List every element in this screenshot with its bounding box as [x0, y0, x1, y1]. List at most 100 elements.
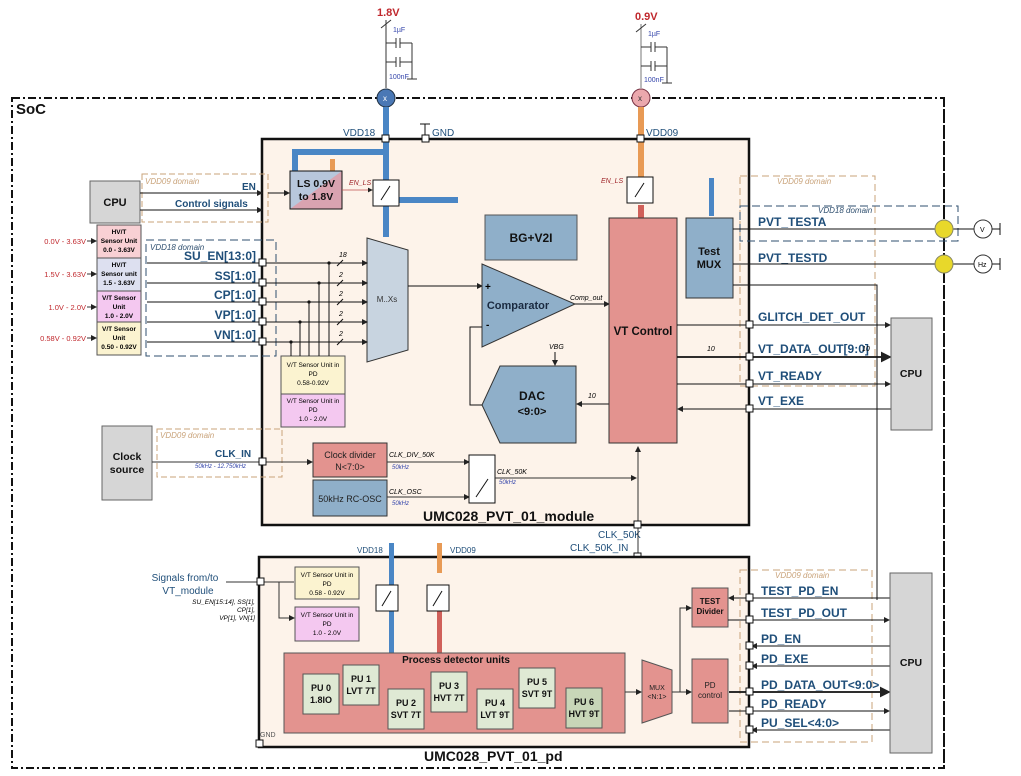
svg-text:PD: PD: [322, 621, 331, 628]
vdd09-pin: VDD09: [646, 128, 679, 139]
svg-text:50kHz - 12.750kHz: 50kHz - 12.750kHz: [195, 464, 246, 470]
vt-signal-3: VT_EXE: [758, 394, 804, 408]
svg-text:V: V: [980, 227, 985, 234]
svg-text:M..Xs: M..Xs: [377, 295, 397, 304]
svg-text:-: -: [486, 320, 489, 331]
svg-text:50kHz: 50kHz: [499, 480, 516, 486]
svg-text:10: 10: [707, 346, 715, 353]
cpu-right-top-block: [890, 317, 933, 431]
svg-text:CLK_50K: CLK_50K: [497, 469, 527, 476]
svg-text:PU 3: PU 3: [439, 681, 459, 691]
pd-signal-2: PD_EN: [761, 632, 801, 646]
svg-text:V/T Sensor Unit in: V/T Sensor Unit in: [301, 572, 354, 579]
vdd18-domain-box: [145, 239, 277, 357]
svg-text:TEST: TEST: [700, 597, 721, 606]
test-divider-block: [691, 587, 729, 628]
svg-text:PD: PD: [704, 681, 715, 690]
sensor-unit-2: [96, 290, 142, 325]
svg-text:1.5 - 3.63V: 1.5 - 3.63V: [103, 280, 135, 287]
vt-signal-2: VT_READY: [758, 369, 822, 383]
svg-text:EN_LS: EN_LS: [601, 178, 624, 185]
svg-text:MUX: MUX: [649, 685, 665, 692]
svg-text:18: 18: [339, 252, 347, 259]
svg-text:VDD18 domain: VDD18 domain: [150, 243, 205, 252]
svg-text:Comparator: Comparator: [487, 300, 550, 312]
svg-text:CPU: CPU: [103, 197, 126, 209]
soc-label: SoC: [16, 101, 46, 118]
svg-text:PD: PD: [308, 407, 317, 414]
svg-text:VDD18 domain: VDD18 domain: [818, 206, 873, 215]
process-unit-0: [302, 673, 340, 715]
vt-signal-1: VT_DATA_OUT[9:0]: [758, 342, 869, 356]
svg-text:Unit: Unit: [113, 304, 126, 311]
vdd09-domain-box: [141, 173, 269, 223]
svg-text:Clock: Clock: [113, 451, 142, 463]
svg-text:2: 2: [338, 331, 343, 338]
process-unit-3: [430, 671, 468, 713]
sensor-unit-3: [96, 321, 142, 356]
pd-sensor-unit-b: [294, 606, 360, 642]
svg-text:2: 2: [338, 272, 343, 279]
svg-text:source: source: [110, 464, 145, 476]
svg-text:HV/T: HV/T: [112, 229, 127, 236]
pd-signal-3: PD_EXE: [761, 652, 808, 666]
svg-text:CLK_DIV_50K: CLK_DIV_50K: [389, 452, 435, 459]
svg-text:CPU: CPU: [900, 368, 922, 380]
svg-text:HVT 9T: HVT 9T: [568, 709, 600, 719]
svg-text:VDD09 domain: VDD09 domain: [777, 177, 832, 186]
svg-text:1.8IO: 1.8IO: [310, 695, 332, 705]
svg-text:MUX: MUX: [697, 259, 722, 271]
svg-text:50kHz RC-OSC: 50kHz RC-OSC: [318, 494, 382, 504]
svg-text:0.0 - 3.63V: 0.0 - 3.63V: [103, 247, 135, 254]
process-unit-4: [476, 688, 514, 730]
supply-18v-label: 1.8V: [377, 7, 400, 19]
svg-text:x: x: [383, 94, 387, 103]
svg-text:VDD09: VDD09: [450, 546, 476, 555]
sensor-unit-1: [96, 257, 142, 292]
svg-text:to 1.8V: to 1.8V: [299, 191, 333, 203]
pd-title: UMC028_PVT_01_pd: [424, 748, 563, 764]
supply-09v-label: 0.9V: [635, 11, 658, 23]
svg-text:LS 0.9V: LS 0.9V: [297, 178, 335, 190]
svg-text:PD: PD: [308, 371, 317, 378]
svg-text:Sensor unit: Sensor unit: [101, 271, 138, 278]
svg-text:V/T Sensor Unit in: V/T Sensor Unit in: [301, 612, 354, 619]
svg-text:<N:1>: <N:1>: [647, 694, 666, 701]
svg-text:VBG: VBG: [549, 344, 564, 351]
pd-sensor-unit-a: [294, 566, 360, 600]
sensor-range-2: 1.0V - 2.0V: [48, 303, 86, 312]
cap-100nf-09: 100nF: [644, 77, 664, 84]
svg-text:PU 4: PU 4: [485, 698, 505, 708]
cap-1uf-09: 1µF: [648, 31, 660, 38]
svg-text:<9:0>: <9:0>: [518, 406, 547, 418]
clock-divider-block: [312, 442, 388, 478]
svg-text:VDD09 domain: VDD09 domain: [775, 571, 830, 580]
svg-text:+: +: [485, 282, 491, 293]
pd-signal-1: TEST_PD_OUT: [761, 606, 848, 620]
svg-text:PU 2: PU 2: [396, 698, 416, 708]
svg-text:Divider: Divider: [696, 607, 723, 616]
pd-signal-6: PU_SEL<4:0>: [761, 716, 839, 730]
svg-text:EN: EN: [242, 182, 256, 193]
svg-text:Clock divider: Clock divider: [324, 450, 376, 460]
svg-text:LVT 7T: LVT 7T: [346, 686, 376, 696]
supply-18v: 1.8V 1µF 100nF x: [376, 7, 417, 108]
svg-text:Sensor Unit: Sensor Unit: [101, 238, 138, 245]
pd-signal-4: PD_DATA_OUT<9:0>: [761, 678, 879, 692]
cap-100nf-18: 100nF: [389, 74, 409, 81]
clock-select-switch-icon: [468, 454, 496, 504]
svg-text:V/T Sensor: V/T Sensor: [102, 295, 136, 302]
svg-text:10: 10: [862, 346, 870, 353]
pd-signal-0: TEST_PD_EN: [761, 584, 838, 598]
bus-signal-4: VN[1:0]: [214, 328, 256, 342]
svg-text:2: 2: [338, 291, 343, 298]
pd-signal-5: PD_READY: [761, 697, 826, 711]
svg-text:PD: PD: [322, 581, 331, 588]
svg-text:0.58 - 0.92V: 0.58 - 0.92V: [309, 590, 345, 597]
rc-osc-block: [312, 479, 388, 517]
soc-boundary: [11, 97, 945, 769]
probe-testa-icon: [934, 219, 954, 239]
bus-signal-2: CP[1:0]: [214, 288, 256, 302]
cap-1uf-18: 1µF: [393, 27, 405, 34]
